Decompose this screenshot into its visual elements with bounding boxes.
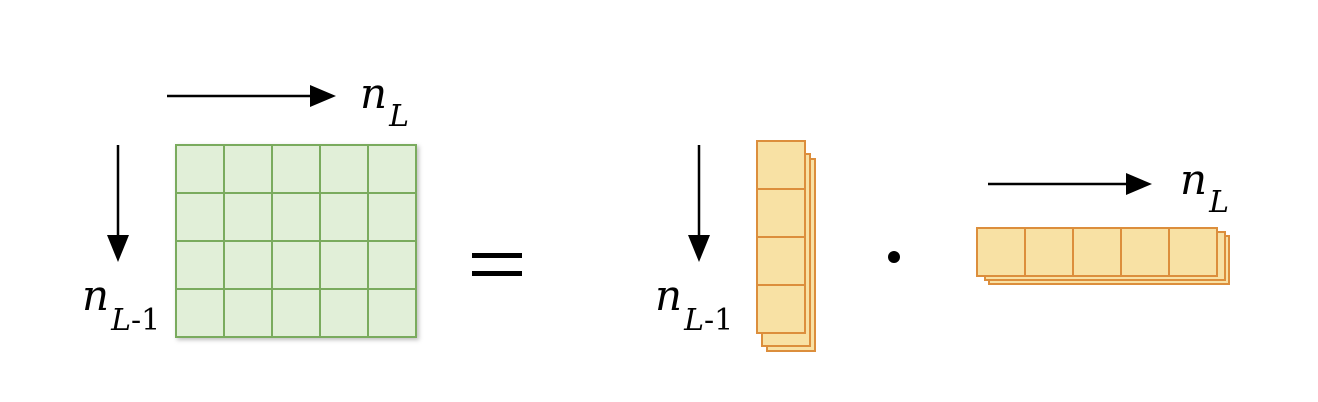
matrix-cell bbox=[223, 240, 273, 290]
label-sub-L-var: L bbox=[683, 303, 704, 338]
matrix-cell bbox=[319, 240, 369, 290]
row-vector-label: nL bbox=[1180, 155, 1229, 220]
equals-sign bbox=[472, 253, 522, 276]
label-n: n bbox=[82, 271, 109, 320]
matrix-cell bbox=[223, 288, 273, 338]
column-vector-cell bbox=[756, 284, 806, 334]
matrix-cell bbox=[271, 192, 321, 242]
label-n: n bbox=[655, 271, 682, 320]
column-vector-arrow bbox=[688, 145, 710, 262]
row-vector-cell bbox=[1024, 227, 1074, 277]
matrix-cell bbox=[175, 240, 225, 290]
column-vector-cell bbox=[756, 236, 806, 286]
matrix-cell bbox=[175, 144, 225, 194]
matrix-cell bbox=[271, 144, 321, 194]
row-vector-cell bbox=[976, 227, 1026, 277]
row-vector-stack bbox=[976, 227, 1230, 285]
column-vector-cell bbox=[756, 188, 806, 238]
row-vector-cell bbox=[1072, 227, 1122, 277]
label-n: n bbox=[1180, 155, 1207, 204]
matrix-cell bbox=[367, 144, 417, 194]
matrix-column-arrow bbox=[167, 85, 336, 107]
matrix-cell bbox=[271, 240, 321, 290]
dot-operator bbox=[888, 251, 900, 263]
column-vector-stack bbox=[756, 140, 816, 352]
row-vector-cell bbox=[1120, 227, 1170, 277]
row-vector-cell bbox=[1168, 227, 1218, 277]
matrix-cell bbox=[319, 288, 369, 338]
matrix-row-arrow bbox=[107, 145, 129, 262]
label-sub-L: L bbox=[388, 99, 409, 134]
column-vector-cell bbox=[756, 140, 806, 190]
matrix-cell bbox=[319, 192, 369, 242]
matrix-col-label: nL bbox=[360, 69, 409, 134]
matrix-cell bbox=[223, 144, 273, 194]
label-sub-minus-1: -1 bbox=[131, 303, 160, 338]
matrix-cell bbox=[367, 192, 417, 242]
matrix-cell bbox=[367, 288, 417, 338]
label-sub-L: L bbox=[1208, 185, 1229, 220]
label-sub-minus-1: -1 bbox=[704, 303, 733, 338]
column-vector-label: nL-1 bbox=[655, 271, 733, 338]
matrix-row-label: nL-1 bbox=[82, 271, 160, 338]
matrix-cell bbox=[175, 288, 225, 338]
matrix-cell bbox=[319, 144, 369, 194]
matrix-cell bbox=[367, 240, 417, 290]
matrix-cell bbox=[271, 288, 321, 338]
matrix-cell bbox=[175, 192, 225, 242]
label-sub-L-var: L bbox=[110, 303, 131, 338]
label-n: n bbox=[360, 69, 387, 118]
row-vector-arrow bbox=[988, 173, 1152, 195]
matrix-grid bbox=[175, 144, 417, 338]
matrix-cell bbox=[223, 192, 273, 242]
